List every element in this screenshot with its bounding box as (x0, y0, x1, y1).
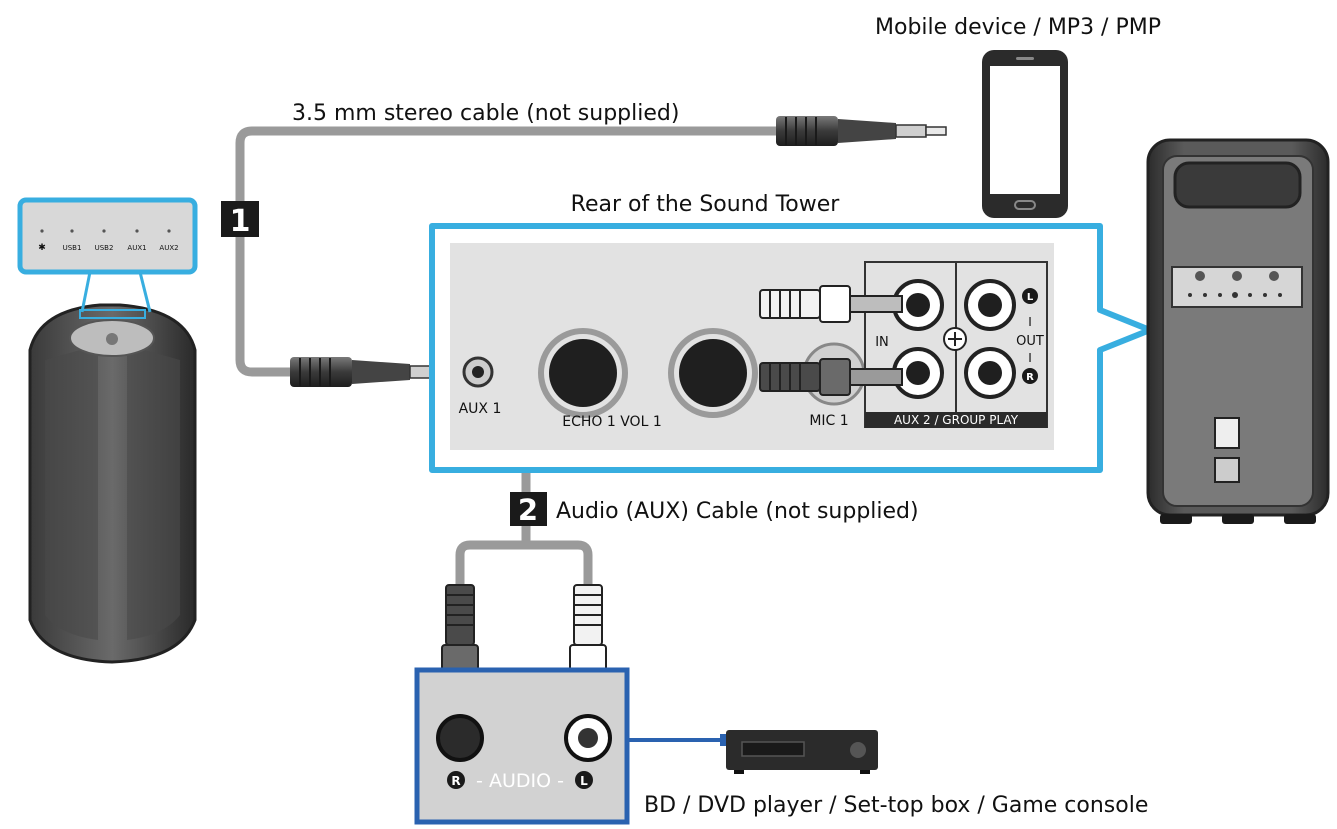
audio-label: - AUDIO - (476, 770, 564, 792)
out-label: OUT (1016, 334, 1044, 349)
out-dash-top: I (1028, 315, 1032, 329)
stereo-cable-label: 3.5 mm stereo cable (not supplied) (292, 101, 679, 126)
rear-panel-callout (429, 223, 1153, 473)
top-panel-callout: ✱ USB1 USB2 AUX1 AUX2 (17, 197, 198, 319)
echo-vol-label: ECHO 1 VOL 1 (562, 414, 661, 430)
audio-l-marker: L (580, 774, 588, 788)
step-1-marker: 1 (221, 201, 259, 239)
aux1-jack-label: AUX 1 (459, 401, 502, 417)
bt-icon: ✱ (38, 243, 46, 253)
sound-tower-rear (1146, 138, 1330, 524)
out-r-marker: R (1026, 372, 1034, 383)
aux-cable-label: Audio (AUX) Cable (not supplied) (556, 499, 919, 524)
mic1-label: MIC 1 (809, 413, 848, 429)
step-1-number: 1 (230, 204, 251, 239)
in-label: IN (875, 335, 889, 350)
aux2-group-play-label: AUX 2 / GROUP PLAY (894, 413, 1019, 427)
usb1-label: USB1 (63, 244, 82, 252)
audio-r-marker: R (451, 774, 460, 788)
sound-tower-front (28, 303, 197, 664)
out-l-marker: L (1027, 292, 1034, 303)
rca-plug-white (759, 285, 903, 323)
bd-dvd-player (726, 730, 878, 774)
usb2-label: USB2 (95, 244, 114, 252)
rear-panel-title: Rear of the Sound Tower (571, 192, 841, 217)
out-dash-bottom: I (1028, 351, 1032, 365)
step-2-marker: 2 (510, 492, 547, 527)
aux1-panel-label: AUX1 (127, 244, 146, 252)
bd-player-label: BD / DVD player / Set-top box / Game con… (644, 793, 1148, 818)
audio-output-panel (414, 667, 728, 825)
step-2-number: 2 (518, 493, 538, 527)
mobile-device-label: Mobile device / MP3 / PMP (875, 15, 1161, 40)
stereo-cable (235, 126, 778, 377)
stereo-plug-right (776, 116, 947, 146)
rca-plug-red (759, 358, 903, 396)
mobile-device (982, 50, 1068, 218)
aux2-panel-label: AUX2 (159, 244, 178, 252)
